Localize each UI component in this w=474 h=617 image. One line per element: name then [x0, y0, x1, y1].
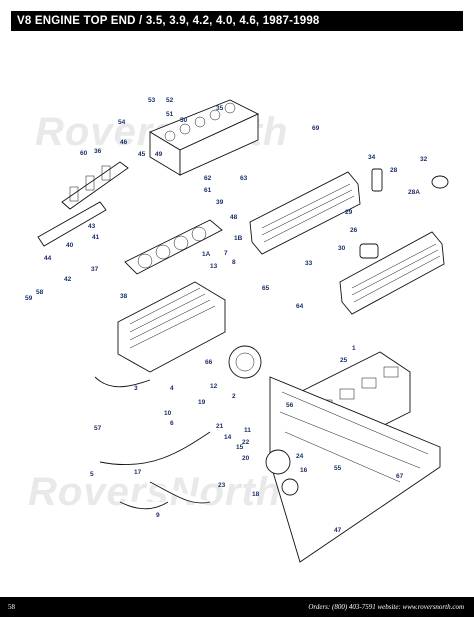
callout-1a: 1A [202, 251, 211, 258]
callout-46: 46 [120, 139, 128, 146]
callout-32: 32 [420, 156, 428, 163]
callout-64: 64 [296, 303, 304, 310]
callout-36: 36 [94, 148, 102, 155]
callout-34: 34 [368, 154, 376, 161]
callout-25: 25 [340, 357, 348, 364]
callout-1: 1 [352, 345, 356, 352]
callout-42: 42 [64, 276, 72, 283]
rocker-cover-left [249, 171, 361, 255]
callout-45: 45 [138, 151, 146, 158]
callout-69: 69 [312, 125, 320, 132]
cylinder-head [148, 99, 260, 176]
callout-5: 5 [90, 471, 94, 478]
callout-35: 35 [216, 105, 224, 112]
callout-44: 44 [44, 255, 52, 262]
callout-1b: 1B [234, 235, 243, 242]
callout-66: 66 [205, 359, 213, 366]
callout-29: 29 [345, 209, 353, 216]
callout-17: 17 [134, 469, 142, 476]
oil-filler-cap [359, 168, 449, 259]
exploded-parts-diagram: 53 52 35 54 51 50 46 45 49 60 36 34 69 3… [25, 97, 449, 563]
callout-58: 58 [36, 289, 44, 296]
callout-10: 10 [164, 410, 172, 417]
callout-65: 65 [262, 285, 270, 292]
callout-4: 4 [170, 385, 174, 392]
callout-48: 48 [230, 214, 238, 221]
callout-6: 6 [170, 420, 174, 427]
callout-2: 2 [232, 393, 236, 400]
callout-8: 8 [232, 259, 236, 266]
callout-33: 33 [305, 260, 313, 267]
callout-60: 60 [80, 150, 88, 157]
callout-53: 53 [148, 97, 156, 104]
callout-22: 22 [242, 439, 250, 446]
callout-57: 57 [94, 425, 102, 432]
callout-14: 14 [224, 434, 232, 441]
hoses [94, 376, 211, 510]
callout-19: 19 [198, 399, 206, 406]
callout-labels: 53 52 35 54 51 50 46 45 49 60 36 34 69 3… [25, 97, 428, 534]
callout-26: 26 [350, 227, 358, 234]
callout-59: 59 [25, 295, 33, 302]
callout-54: 54 [118, 119, 126, 126]
callout-37: 37 [91, 266, 99, 273]
callout-18: 18 [252, 491, 260, 498]
callout-7: 7 [224, 250, 228, 257]
callout-50: 50 [180, 117, 188, 124]
callout-3: 3 [134, 385, 138, 392]
callout-56: 56 [286, 402, 294, 409]
callout-24: 24 [296, 453, 304, 460]
callout-16: 16 [300, 467, 308, 474]
callout-52: 52 [166, 97, 174, 104]
callout-41: 41 [92, 234, 100, 241]
callout-28: 28 [390, 167, 398, 174]
callout-23: 23 [218, 482, 226, 489]
callout-62: 62 [204, 175, 212, 182]
callout-28a: 28A [408, 189, 420, 196]
callout-49: 49 [155, 151, 163, 158]
orders-line: Orders: (800) 403-7591 website: www.rove… [308, 603, 464, 611]
callout-67: 67 [396, 473, 404, 480]
callout-47: 47 [334, 527, 342, 534]
callout-15: 15 [236, 444, 244, 451]
callout-20: 20 [242, 455, 250, 462]
callout-11: 11 [244, 427, 251, 434]
page-number: 58 [8, 603, 15, 611]
page-footer: 58 Orders: (800) 403-7591 website: www.r… [0, 597, 474, 617]
valley-gasket [269, 376, 441, 563]
rocker-cover-right [339, 231, 445, 315]
callout-55: 55 [334, 465, 342, 472]
callout-38: 38 [120, 293, 128, 300]
callout-13: 13 [210, 263, 218, 270]
page-title: V8 ENGINE TOP END / 3.5, 3.9, 4.2, 4.0, … [17, 15, 320, 27]
callout-40: 40 [66, 242, 74, 249]
thermostat-housing [265, 449, 299, 496]
page-header: V8 ENGINE TOP END / 3.5, 3.9, 4.2, 4.0, … [11, 11, 463, 31]
callout-61: 61 [204, 187, 212, 194]
callout-9: 9 [156, 512, 160, 519]
callout-43: 43 [88, 223, 96, 230]
throttle-body [228, 345, 262, 379]
callout-63: 63 [240, 175, 248, 182]
callout-51: 51 [166, 111, 174, 118]
callout-21: 21 [216, 423, 224, 430]
head-gasket [124, 219, 223, 275]
plenum-chamber [117, 281, 226, 373]
callout-30: 30 [338, 245, 346, 252]
callout-12: 12 [210, 383, 218, 390]
callout-39: 39 [216, 199, 224, 206]
rocker-shaft [37, 161, 129, 247]
